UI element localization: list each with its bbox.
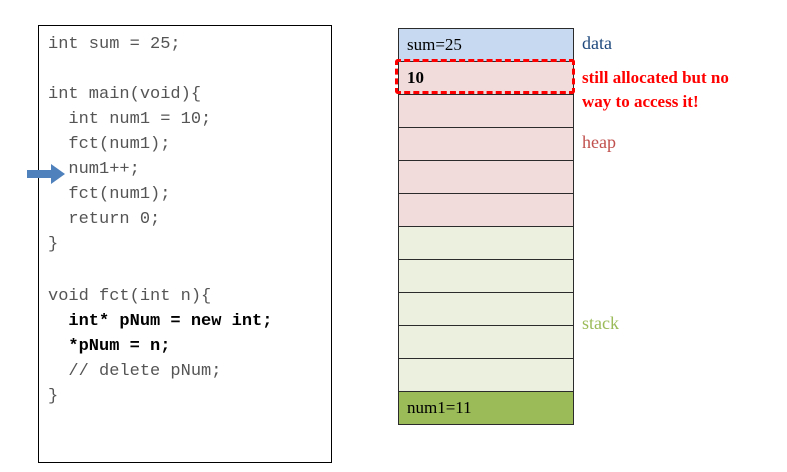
- code-line-fct-close: }: [48, 387, 59, 406]
- arrow-shape: [27, 164, 65, 184]
- memory-cell-stack: [398, 358, 574, 392]
- memory-cell-stack: [398, 259, 574, 293]
- memory-cell-heap: [398, 193, 574, 227]
- memory-cell-stack-num1: num1=11: [398, 391, 574, 425]
- code-panel: int sum = 25; int main(void){ int num1 =…: [38, 25, 332, 463]
- memory-cell-data-sum: sum=25: [398, 28, 574, 62]
- leak-note-line-2: way to access it!: [582, 92, 699, 111]
- code-line-new-int: int* pNum = new int;: [48, 312, 273, 331]
- leak-highlight-box: [395, 59, 575, 94]
- code-line-num1-decl: int num1 = 10;: [48, 110, 212, 129]
- code-line-sum-decl: int sum = 25;: [48, 35, 181, 54]
- code-line-fct-sig: void fct(int n){: [48, 287, 212, 306]
- segment-label-stack: stack: [582, 313, 619, 333]
- code-line-main-sig: int main(void){: [48, 85, 202, 104]
- memory-cell-stack: [398, 226, 574, 260]
- segment-label-data: data: [582, 33, 612, 53]
- memory-cell-heap: [398, 127, 574, 161]
- memory-cell-stack: [398, 292, 574, 326]
- code-line-fct-call-2: fct(num1);: [48, 185, 171, 204]
- current-line-arrow-icon: [27, 164, 65, 184]
- leak-note-line-1: still allocated but no: [582, 68, 729, 87]
- code-line-fct-call-1: fct(num1);: [48, 135, 171, 154]
- memory-cell-heap: [398, 94, 574, 128]
- code-line-return: return 0;: [48, 210, 161, 229]
- code-line-assign: *pNum = n;: [48, 337, 171, 356]
- code-line-increment: num1++;: [48, 160, 140, 179]
- segment-label-heap: heap: [582, 132, 616, 152]
- leak-note: still allocated but no way to access it!: [582, 66, 729, 114]
- memory-cell-stack: [398, 325, 574, 359]
- code-line-main-close: }: [48, 235, 59, 254]
- memory-cell-heap: [398, 160, 574, 194]
- code-line-comment: // delete pNum;: [48, 362, 222, 381]
